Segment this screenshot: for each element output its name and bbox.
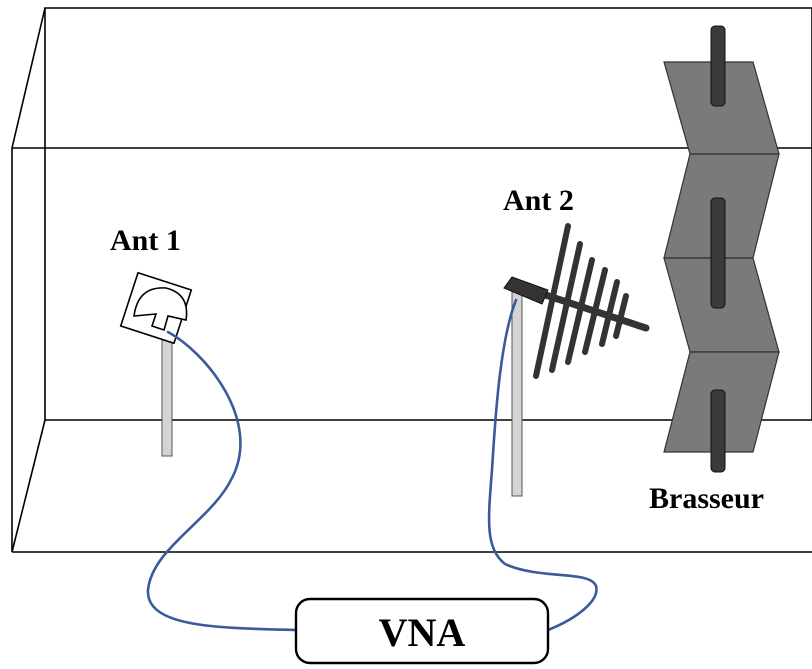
chamber-edge-top-left bbox=[11, 7, 46, 149]
coax-cables bbox=[146, 298, 598, 632]
mode-stirrer-icon bbox=[663, 25, 780, 473]
stirrer-paddle-1 bbox=[710, 25, 726, 107]
ant2-label: Ant 2 bbox=[503, 184, 574, 217]
vna-label: VNA bbox=[379, 610, 466, 655]
chamber-outline bbox=[11, 7, 812, 553]
chamber-back-wall bbox=[44, 7, 812, 421]
horn-antenna-icon bbox=[119, 271, 193, 457]
ant1-horn bbox=[133, 287, 188, 332]
ant2-element-3 bbox=[565, 257, 595, 365]
stirrer-paddle-3 bbox=[710, 389, 726, 473]
cable-ant1-to-vna bbox=[146, 330, 298, 632]
ant2-connector bbox=[503, 276, 549, 305]
ant2-mast bbox=[511, 291, 523, 497]
ant2-element-6 bbox=[613, 293, 629, 339]
ant2-element-5 bbox=[599, 279, 620, 347]
ant2-element-2 bbox=[549, 241, 583, 373]
ant2-element-1 bbox=[533, 223, 571, 379]
log-periodic-antenna-icon bbox=[503, 223, 650, 497]
ant2-element-4 bbox=[582, 267, 608, 355]
chamber-edge-bottom-left bbox=[11, 419, 46, 553]
cable-ant2-to-vna bbox=[487, 298, 598, 632]
ant1-label: Ant 1 bbox=[110, 224, 181, 257]
vna-box bbox=[294, 597, 550, 665]
stirrer-paddle-2 bbox=[710, 197, 726, 309]
stirrer-label: Brasseur bbox=[649, 482, 764, 515]
ant1-mast bbox=[161, 325, 173, 457]
